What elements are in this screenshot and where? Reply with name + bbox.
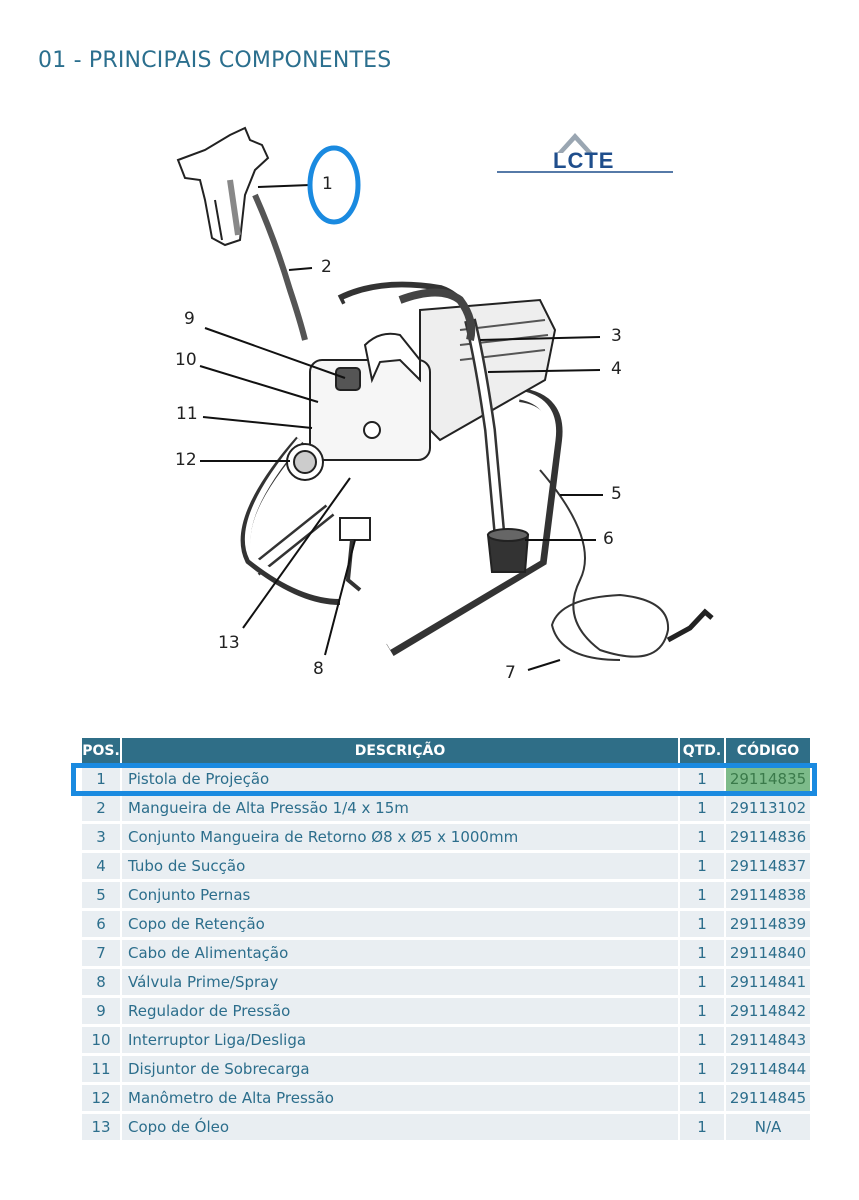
- cell-code: 29114836: [726, 824, 810, 850]
- cell-qty: 1: [680, 1027, 724, 1053]
- cell-desc: Copo de Retenção: [122, 911, 678, 937]
- cell-qty: 1: [680, 853, 724, 879]
- cell-qty: 1: [680, 1085, 724, 1111]
- callout-12: 12: [175, 450, 197, 470]
- cell-code: 29114845: [726, 1085, 810, 1111]
- cell-desc: Cabo de Alimentação: [122, 940, 678, 966]
- cell-qty: 1: [680, 940, 724, 966]
- cell-pos: 5: [82, 882, 120, 908]
- cell-pos: 12: [82, 1085, 120, 1111]
- cell-code: 29114839: [726, 911, 810, 937]
- cell-desc: Copo de Óleo: [122, 1114, 678, 1140]
- callout-8: 8: [313, 659, 324, 679]
- callout-13: 13: [218, 633, 240, 653]
- row-highlight-box: [71, 763, 817, 796]
- cell-code: 29114841: [726, 969, 810, 995]
- cell-qty: 1: [680, 824, 724, 850]
- cell-qty: 1: [680, 882, 724, 908]
- cell-desc: Manômetro de Alta Pressão: [122, 1085, 678, 1111]
- cell-pos: 6: [82, 911, 120, 937]
- cell-pos: 11: [82, 1056, 120, 1082]
- cell-desc: Mangueira de Alta Pressão 1/4 x 15m: [122, 795, 678, 821]
- cell-code: 29114842: [726, 998, 810, 1024]
- callout-7: 7: [505, 663, 516, 683]
- cell-pos: 13: [82, 1114, 120, 1140]
- logo-text: LCTE: [553, 148, 615, 173]
- callout-1: 1: [322, 174, 333, 194]
- cell-code: 29114843: [726, 1027, 810, 1053]
- cell-qty: 1: [680, 1056, 724, 1082]
- callout-3: 3: [611, 326, 622, 346]
- callout-9: 9: [184, 309, 195, 329]
- airless-sprayer-diagram: [176, 126, 714, 671]
- callout-10: 10: [175, 350, 197, 370]
- header-qty: QTD.: [680, 738, 724, 763]
- cell-code: 29114835: [726, 766, 810, 792]
- cell-qty: 1: [680, 1114, 724, 1140]
- cell-qty: 1: [680, 998, 724, 1024]
- lcte-logo: [497, 133, 673, 173]
- header-pos: POS.: [82, 738, 120, 763]
- cell-desc: Conjunto Pernas: [122, 882, 678, 908]
- page-title: 01 - PRINCIPAIS COMPONENTES: [38, 48, 392, 73]
- cell-desc: Válvula Prime/Spray: [122, 969, 678, 995]
- cell-pos: 2: [82, 795, 120, 821]
- cell-code: 29113102: [726, 795, 810, 821]
- cell-desc: Interruptor Liga/Desliga: [122, 1027, 678, 1053]
- cell-pos: 1: [82, 766, 120, 792]
- table-header-row: POS. DESCRIÇÃO QTD. CÓDIGO: [82, 738, 810, 763]
- cell-pos: 8: [82, 969, 120, 995]
- cell-qty: 1: [680, 795, 724, 821]
- cell-desc: Pistola de Projeção: [122, 766, 678, 792]
- callout-2: 2: [321, 257, 332, 277]
- cell-qty: 1: [680, 969, 724, 995]
- cell-desc: Regulador de Pressão: [122, 998, 678, 1024]
- cell-code: 29114837: [726, 853, 810, 879]
- cell-pos: 3: [82, 824, 120, 850]
- cell-pos: 7: [82, 940, 120, 966]
- cell-pos: 4: [82, 853, 120, 879]
- cell-pos: 10: [82, 1027, 120, 1053]
- cell-qty: 1: [680, 911, 724, 937]
- callout-5: 5: [611, 484, 622, 504]
- cell-desc: Disjuntor de Sobrecarga: [122, 1056, 678, 1082]
- header-code: CÓDIGO: [726, 738, 810, 763]
- cell-code: 29114838: [726, 882, 810, 908]
- cell-code: 29114844: [726, 1056, 810, 1082]
- callout-4: 4: [611, 359, 622, 379]
- cell-qty: 1: [680, 766, 724, 792]
- cell-desc: Tubo de Sucção: [122, 853, 678, 879]
- header-desc: DESCRIÇÃO: [122, 738, 678, 763]
- cell-code: 29114840: [726, 940, 810, 966]
- callout-11: 11: [176, 404, 198, 424]
- cell-code: N/A: [726, 1114, 810, 1140]
- cell-desc: Conjunto Mangueira de Retorno Ø8 x Ø5 x …: [122, 824, 678, 850]
- cell-pos: 9: [82, 998, 120, 1024]
- callout-6: 6: [603, 529, 614, 549]
